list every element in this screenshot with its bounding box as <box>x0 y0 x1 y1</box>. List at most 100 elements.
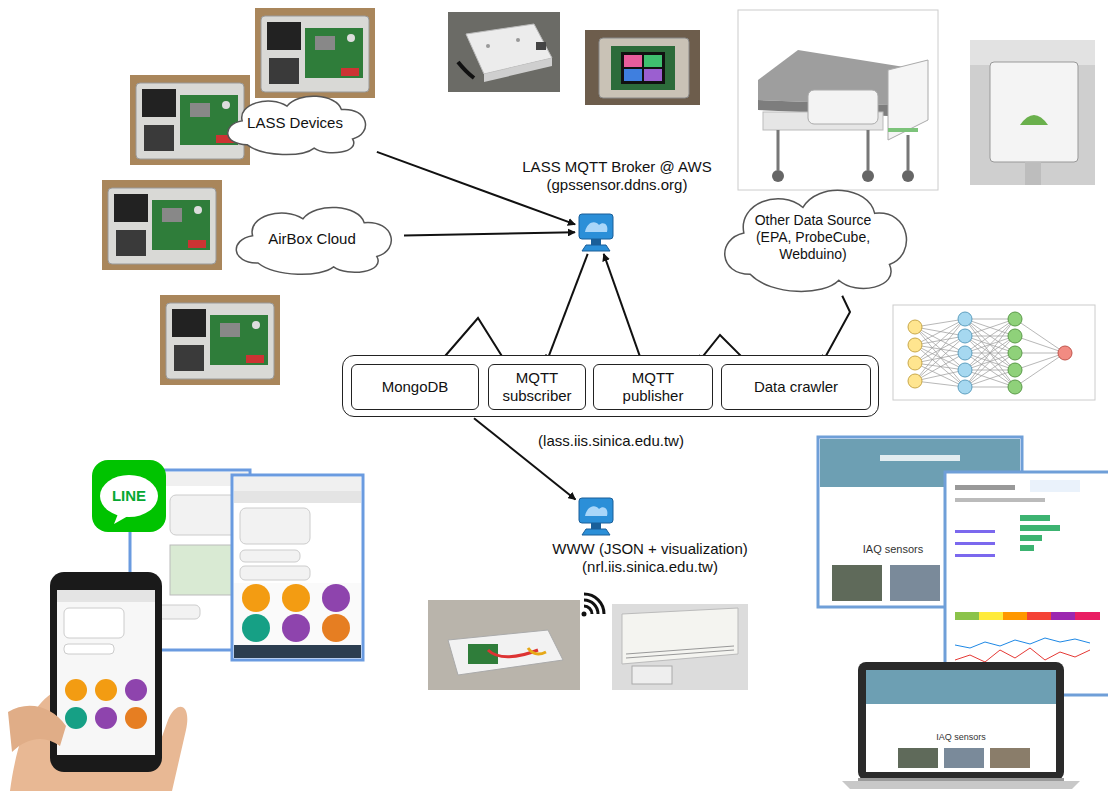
neural-network-figure <box>958 380 972 394</box>
lcd-device-photo <box>599 38 689 98</box>
lcd-device-photo <box>624 69 642 81</box>
server-node: WWW (JSON + visualization)(nrl.iis.sinic… <box>577 496 615 536</box>
web-screenshot <box>880 455 960 461</box>
cloud-outline <box>724 190 906 291</box>
neural-network-figure <box>908 338 922 352</box>
web-screenshot <box>832 565 882 601</box>
server-icon <box>579 498 613 523</box>
arrow-connector <box>546 254 587 362</box>
cloud-node: LASS Devices <box>215 88 375 156</box>
wifi-symbol <box>582 612 587 617</box>
phone-in-hand <box>125 679 147 701</box>
line-logo <box>114 514 128 524</box>
chat-screenshot <box>240 566 310 580</box>
arrow-connector <box>474 418 575 499</box>
server-icon <box>585 506 607 516</box>
chart-screenshot <box>1020 535 1042 541</box>
wall-sensor-photo <box>970 40 1095 65</box>
device-photo <box>102 180 222 270</box>
neural-network-figure <box>893 305 1095 400</box>
laptop <box>898 748 938 768</box>
chat-screenshot <box>242 584 270 612</box>
picture-label: IAQ sensors <box>863 543 924 555</box>
chat-screenshot <box>234 477 361 491</box>
node-text-block: Data crawler <box>722 365 870 409</box>
lcd-device-photo <box>611 46 675 90</box>
chart-screenshot <box>955 530 995 533</box>
sensor-photo <box>528 648 546 654</box>
cloud-node: AirBox Cloud <box>222 198 402 276</box>
node-text-block: AirBox Cloud <box>268 230 356 248</box>
laptop <box>842 662 1080 789</box>
phone-in-hand <box>65 707 87 729</box>
node-text-block: MQTT subscriber <box>489 365 585 409</box>
laptop <box>866 670 1056 772</box>
line-logo <box>92 460 166 532</box>
phone-in-hand <box>8 572 187 791</box>
chart-screenshot <box>945 472 1108 695</box>
phone-in-hand <box>64 644 114 654</box>
hospital-bed-photo <box>738 10 938 190</box>
neural-network-figure <box>1008 363 1022 377</box>
chart-screenshot <box>1020 515 1050 521</box>
arrow-connector <box>604 254 642 362</box>
hospital-bed-photo <box>862 170 874 182</box>
lcd-device-photo <box>621 52 665 84</box>
air-conditioner-photo <box>612 604 748 690</box>
node-text: Other Data Source (EPA, ProbeCube, Webdu… <box>746 212 881 262</box>
wifi-symbol <box>584 600 598 614</box>
server-icon <box>585 222 607 232</box>
device-photo <box>160 295 280 385</box>
lcd-device-photo <box>624 55 642 67</box>
sensor-photo <box>428 600 580 690</box>
chat-screenshot <box>240 550 300 562</box>
node-text: AirBox Cloud <box>268 230 356 248</box>
phone-in-hand <box>64 608 124 638</box>
air-conditioner-photo <box>632 666 672 684</box>
node-text-block: WWW (JSON + visualization)(nrl.iis.sinic… <box>552 540 747 576</box>
node-text: LASS MQTT Broker @ AWS <box>522 158 711 176</box>
cloud-node: Other Data Source (EPA, ProbeCube, Webdu… <box>708 176 919 294</box>
phone-in-hand <box>57 590 155 602</box>
chat-screenshot <box>234 583 361 645</box>
chat-screenshot <box>282 614 310 642</box>
lcd-device-photo <box>644 69 662 81</box>
lcd-device-photo <box>585 30 700 105</box>
wifi-symbol <box>584 594 604 614</box>
chat-screenshot <box>232 475 363 660</box>
phone-in-hand <box>95 679 117 701</box>
node-text: MongoDB <box>382 378 449 396</box>
chat-screenshot <box>282 584 310 612</box>
neural-network-figure <box>1008 312 1022 326</box>
wall-sensor-photo <box>990 62 1078 162</box>
label-slot: IAQ sensors <box>863 539 924 557</box>
chart-screenshot <box>1051 612 1075 620</box>
laptop <box>842 781 1080 789</box>
line-logo <box>92 460 166 532</box>
neural-network-figure <box>958 312 972 394</box>
arrow-connector <box>822 296 850 362</box>
neural-network-figure <box>958 346 972 360</box>
server-icon <box>582 245 610 251</box>
neural-network-figure <box>1008 346 1022 360</box>
sensor-photo <box>448 630 563 675</box>
node-text-block: MQTT publisher <box>594 365 712 409</box>
server-icon <box>579 214 613 239</box>
chat-screenshot <box>322 614 350 642</box>
phone-in-hand <box>57 590 155 755</box>
air-conditioner-photo <box>612 604 748 690</box>
chart-screenshot <box>945 472 1108 695</box>
chart-screenshot <box>955 554 995 557</box>
sensor-box-photo <box>536 42 546 50</box>
air-conditioner-photo <box>626 646 734 658</box>
node-text: MQTT publisher <box>600 369 706 405</box>
node-text-block: (lass.iis.sinica.edu.tw) <box>538 432 684 450</box>
wall-sensor-photo <box>970 40 1095 185</box>
hospital-bed-photo <box>808 90 878 124</box>
chart-screenshot <box>955 612 979 620</box>
picture-label: IAQ sensors <box>936 732 986 742</box>
neural-network-figure <box>908 356 922 370</box>
